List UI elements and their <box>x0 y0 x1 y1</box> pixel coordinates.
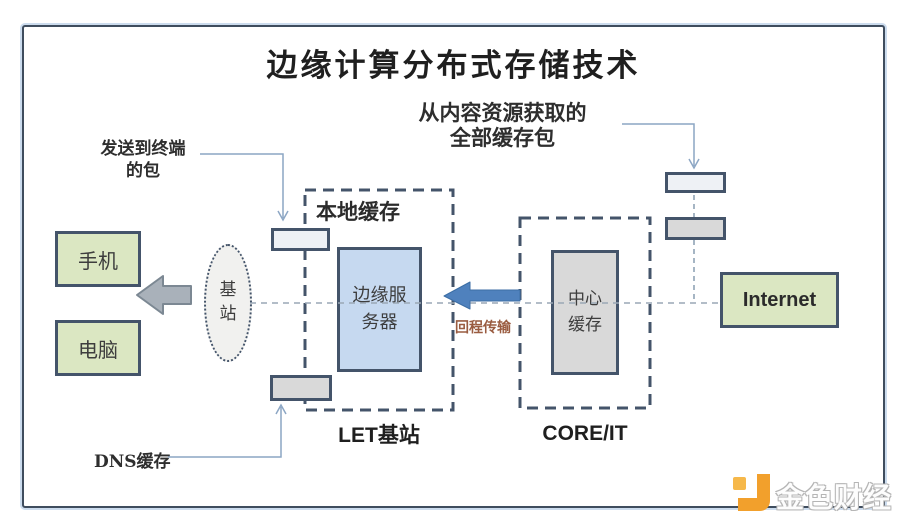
dns-cache-annotation: DNS缓存 <box>94 452 171 472</box>
terminal-packet-box <box>271 228 330 251</box>
cache-packet-box-top <box>665 172 726 193</box>
pc-label: 电脑 <box>78 337 118 362</box>
central-cache-label: 中心缓存 <box>567 289 602 335</box>
sent-to-terminal-annotation: 发送到终端 的包 <box>83 138 203 182</box>
base-station-node: 基站 <box>204 244 252 362</box>
sent-to-terminal-line1: 发送到终端 <box>100 139 186 159</box>
base-station-label: 基站 <box>219 280 237 324</box>
internet-node: Internet <box>720 272 839 328</box>
pc-node: 电脑 <box>55 320 141 376</box>
cache-packet-box-bottom <box>665 217 726 240</box>
backhaul-annotation: 回程传输 <box>455 320 511 336</box>
fetch-packages-annotation: 从内容资源获取的 全部缓存包 <box>385 100 620 150</box>
core-it-caption: CORE/IT <box>542 422 628 445</box>
fetch-packages-line1: 从内容资源获取的 <box>418 100 587 125</box>
central-cache-node: 中心缓存 <box>551 250 619 375</box>
diagram-frame <box>22 25 885 508</box>
fetch-packages-line2: 全部缓存包 <box>450 125 555 151</box>
internet-label: Internet <box>742 288 817 311</box>
edge-server-node: 边缘服务器 <box>337 247 422 372</box>
edge-server-label: 边缘服务器 <box>352 285 407 333</box>
jinse-logo-icon <box>733 474 770 511</box>
jinse-logo-text: 金色财经 <box>776 481 893 514</box>
phone-label: 手机 <box>78 248 118 273</box>
page-title: 边缘计算分布式存储技术 <box>266 48 641 84</box>
jinse-logo: 金色财经 <box>730 474 892 512</box>
let-station-caption: LET基站 <box>338 424 420 447</box>
sent-to-terminal-line2: 的包 <box>126 161 160 182</box>
local-cache-annotation: 本地缓存 <box>316 199 400 224</box>
dns-cache-box <box>270 375 332 401</box>
phone-node: 手机 <box>55 231 141 287</box>
